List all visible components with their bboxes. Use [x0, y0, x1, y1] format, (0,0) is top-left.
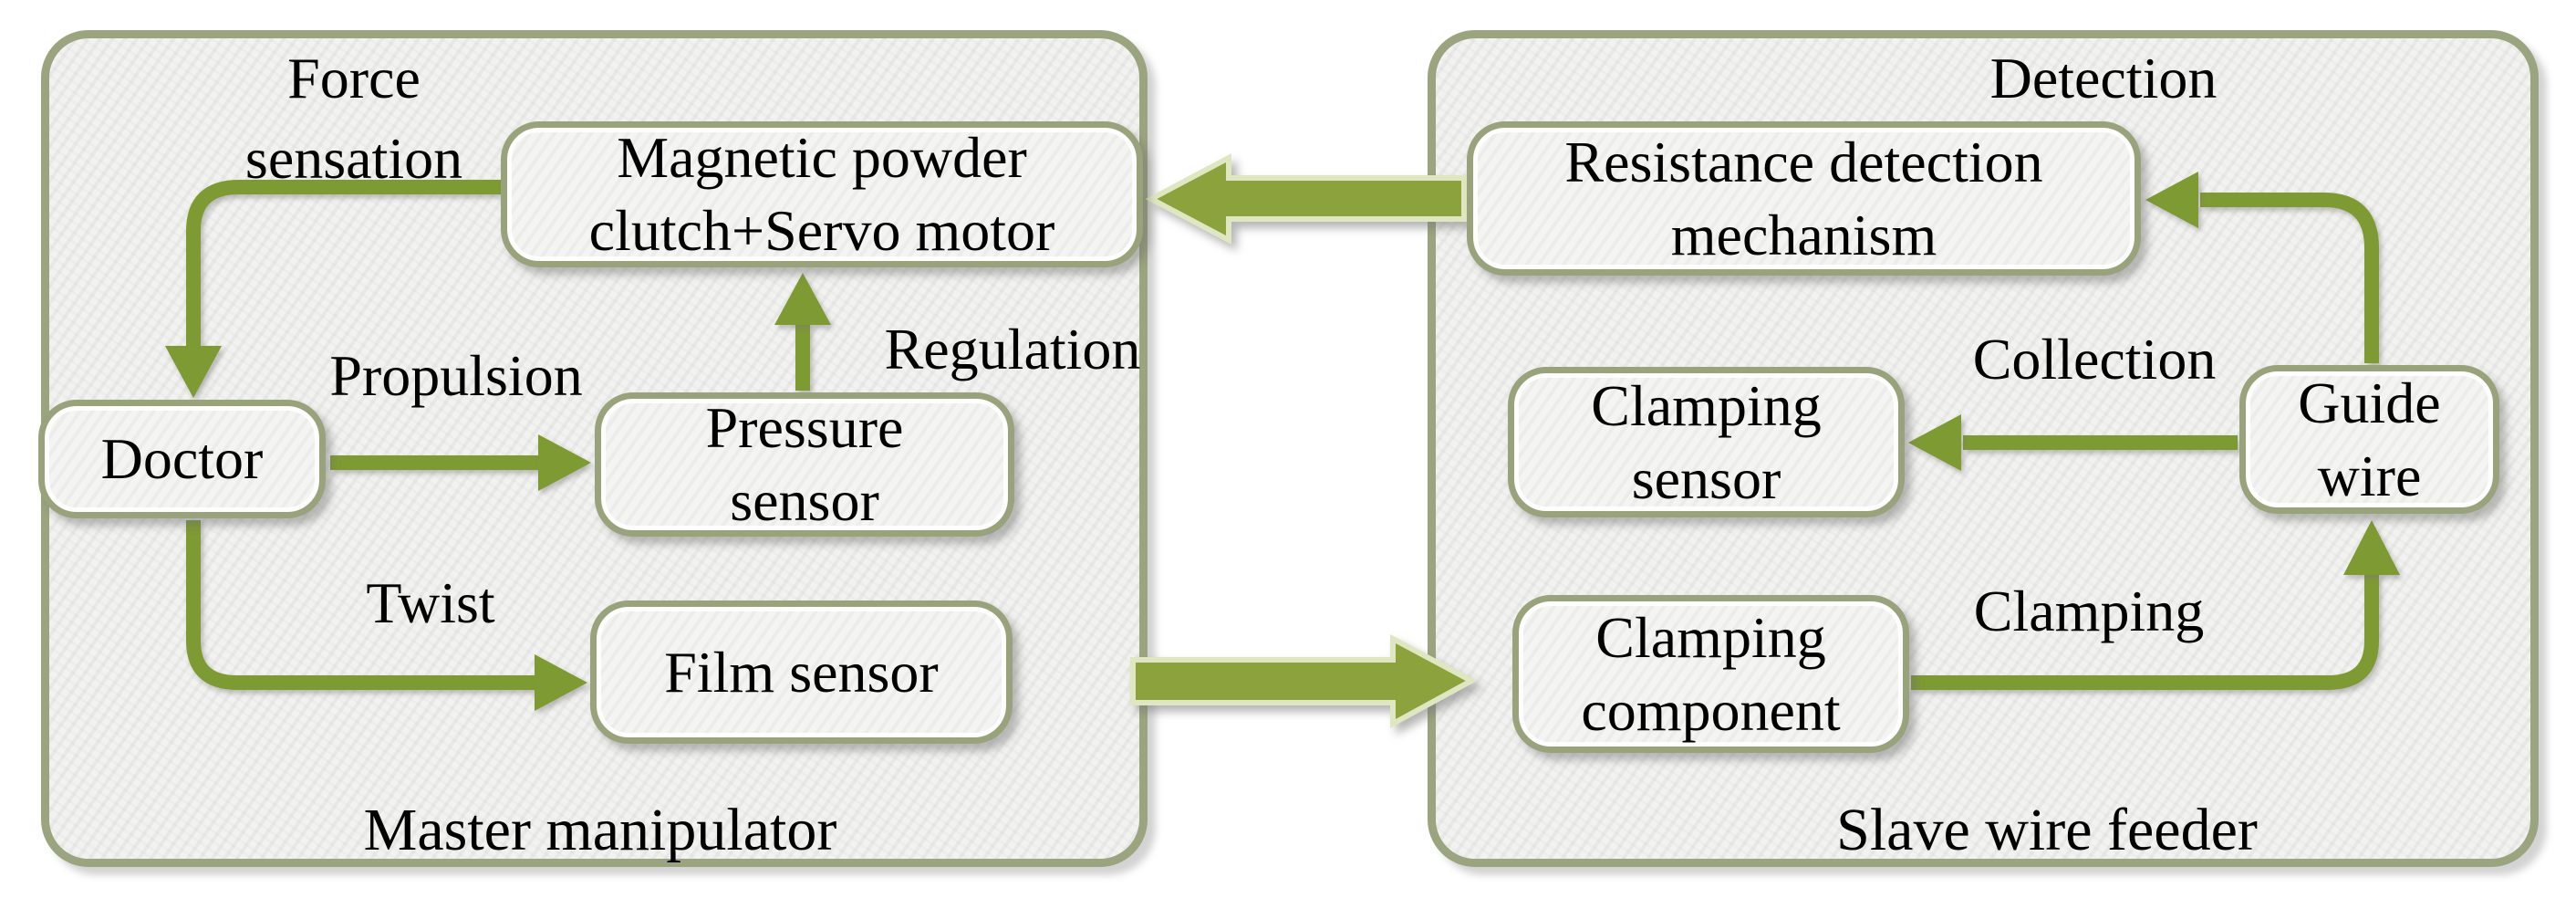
box-text-line: wire [2317, 443, 2422, 508]
detection-arrowhead-icon [2145, 172, 2198, 228]
box-text-line: Guide [2298, 370, 2441, 435]
clamping-sensor-box: Clamping sensor [1508, 367, 1905, 517]
clamping-arrowhead-icon [2343, 520, 2400, 575]
collection-arrowhead-icon [1908, 414, 1961, 471]
box-text-line: component [1581, 677, 1841, 743]
magnetic-powder-clutch-box: Magnetic powder clutch+Servo motor [501, 121, 1143, 267]
command-block-arrow-icon [1130, 633, 1478, 729]
box-text-line: sensor [1631, 445, 1781, 511]
box-text-line: sensor [730, 468, 879, 533]
twist-arrowhead-icon [535, 654, 587, 711]
clamping-label: Clamping [1973, 579, 2205, 643]
box-text-line: Magnetic powder [617, 125, 1027, 190]
box-text-line: Clamping [1591, 372, 1822, 438]
detection-arrow [2200, 193, 2379, 363]
label-line: Force [287, 46, 421, 110]
box-text-line: Clamping [1595, 604, 1826, 670]
slave-wire-feeder-caption: Slave wire feeder [1836, 797, 2258, 863]
box-text-line: clutch+Servo motor [588, 198, 1055, 263]
clamping-arrow [1911, 573, 2379, 690]
guide-wire-box: Guide wire [2239, 365, 2499, 514]
force-sensation-label: Force sensation [245, 38, 462, 199]
twist-label: Twist [366, 570, 495, 635]
box-text-line: Pressure [705, 395, 904, 460]
force-sensation-arrow [186, 180, 501, 350]
film-sensor-box: Film sensor [590, 600, 1013, 744]
pressure-sensor-box: Pressure sensor [595, 392, 1014, 537]
propulsion-label: Propulsion [329, 343, 583, 408]
box-text-line: Doctor [100, 426, 264, 491]
force-sensation-arrowhead-icon [165, 346, 222, 398]
feedback-block-arrow-icon [1145, 153, 1467, 245]
clamping-component-box: Clamping component [1512, 595, 1909, 753]
master-manipulator-caption: Master manipulator [363, 797, 837, 863]
box-text-line: Resistance detection [1564, 129, 2043, 194]
regulation-label: Regulation [884, 317, 1141, 381]
twist-arrow [186, 520, 536, 690]
collection-label: Collection [1972, 327, 2217, 392]
doctor-box: Doctor [38, 400, 326, 518]
propulsion-arrowhead-icon [538, 434, 591, 491]
box-text-line: Film sensor [664, 639, 939, 705]
box-text-line: mechanism [1670, 202, 1937, 267]
label-line: sensation [244, 126, 463, 191]
regulation-arrowhead-icon [774, 273, 831, 325]
detection-label: Detection [1989, 46, 2218, 110]
resistance-detection-box: Resistance detection mechanism [1467, 121, 2141, 276]
